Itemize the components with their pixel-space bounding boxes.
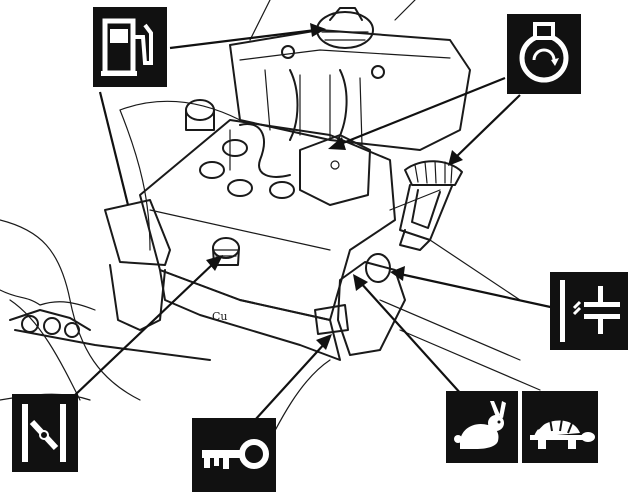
- fuel-pump-icon: [93, 7, 167, 87]
- starter-handle: [399, 160, 463, 251]
- background-lines: [0, 0, 541, 461]
- linkage-rod: [0, 289, 211, 361]
- engine-bolts: [185, 99, 295, 199]
- engine-start-icon: [507, 14, 581, 94]
- leader-lines: [74, 23, 556, 421]
- engine-body: Cu: [0, 7, 471, 361]
- choke-knob: [212, 237, 240, 266]
- choke-icon: [12, 394, 78, 472]
- key-icon: [192, 418, 276, 492]
- turtle-icon: [522, 391, 598, 463]
- fuel-valve-icon: [550, 272, 628, 350]
- engine-label: Cu: [212, 310, 228, 323]
- rabbit-icon: [446, 391, 518, 463]
